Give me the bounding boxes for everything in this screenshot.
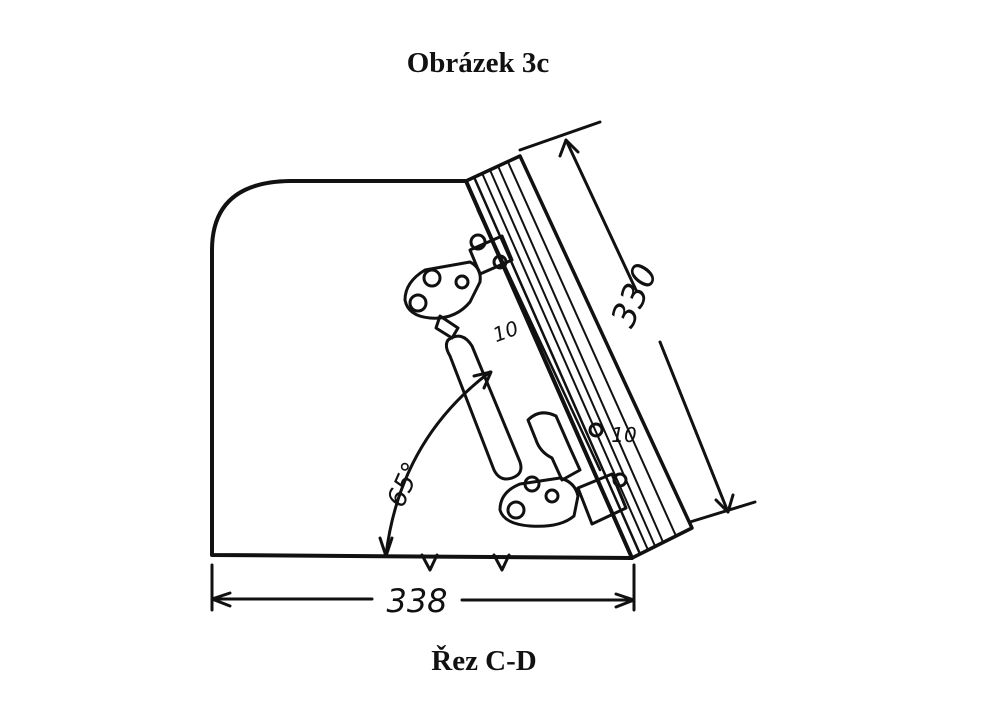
dim-label-thickness-a: 10 — [490, 316, 522, 347]
angle-arc — [384, 370, 492, 557]
hinge-mechanism — [403, 208, 628, 528]
bottom-notch-right — [492, 553, 511, 572]
section-caption: Řez C-D — [431, 645, 537, 677]
height-dimension — [518, 120, 757, 524]
angle-arrow-top — [472, 370, 493, 390]
dim-label-width: 338 — [386, 582, 447, 620]
figure-title: Obrázek 3c — [406, 47, 550, 79]
angle-arrow-bottom — [378, 536, 394, 558]
bottom-notch-left — [420, 553, 439, 572]
dim-label-thickness-b: 10 — [611, 423, 636, 447]
dim-label-angle: 65° — [382, 458, 428, 512]
body-outline — [210, 179, 634, 560]
dim-label-height: 330 — [603, 258, 666, 334]
width-dimension — [210, 563, 636, 612]
